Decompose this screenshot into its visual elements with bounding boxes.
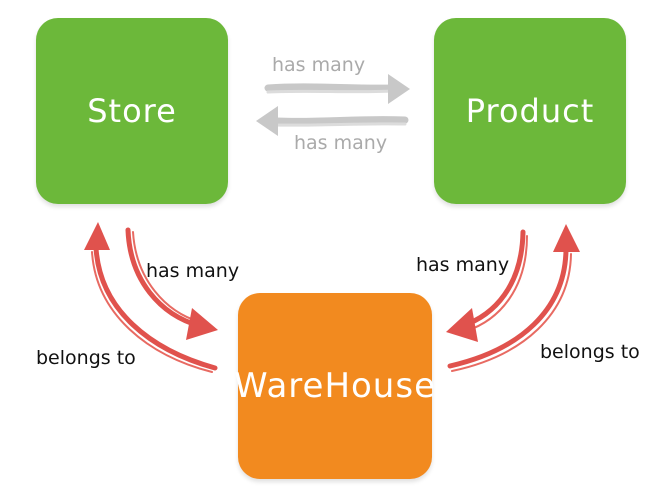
- arrow-warehouse-to-store: [84, 222, 218, 373]
- arrow-warehouse-to-product: [447, 224, 580, 372]
- label-warehouse-to-product: belongs to: [540, 341, 640, 363]
- arrow-product-to-warehouse: [446, 229, 528, 342]
- arrow-store-to-warehouse: [125, 227, 218, 340]
- warehouse-node-label: WareHouse: [234, 366, 436, 406]
- label-warehouse-to-store: belongs to: [36, 347, 136, 369]
- arrow-store-to-product: [264, 74, 410, 104]
- product-node-label: Product: [465, 92, 595, 130]
- label-product-to-warehouse: has many: [416, 254, 510, 276]
- warehouse-node: WareHouse: [234, 293, 435, 479]
- label-store-to-product: has many: [272, 54, 366, 76]
- label-product-to-store: has many: [294, 132, 388, 154]
- store-node: Store: [36, 18, 228, 204]
- arrow-product-to-store: [256, 106, 409, 136]
- product-node: Product: [434, 18, 626, 204]
- label-store-to-warehouse: has many: [146, 260, 240, 282]
- store-node-label: Store: [87, 92, 177, 130]
